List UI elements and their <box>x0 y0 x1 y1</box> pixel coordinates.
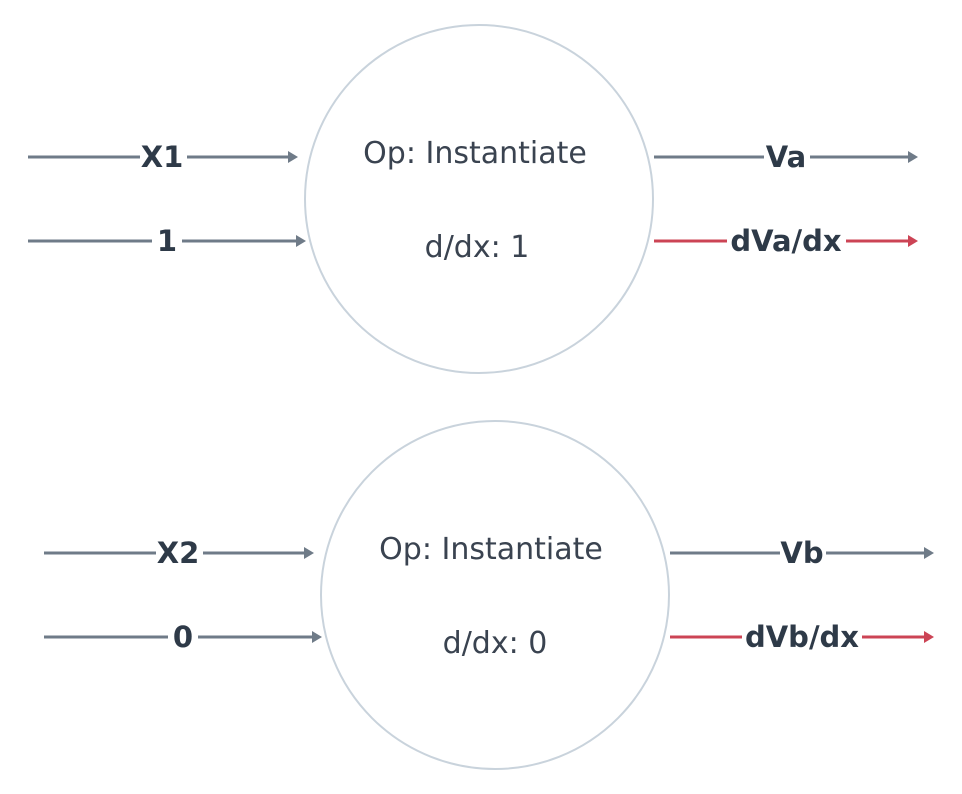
output-edge-dvb-dx: dVb/dx <box>670 620 934 654</box>
output-edge-va: Va <box>654 140 918 174</box>
node-derivative-label: d/dx: 1 <box>425 230 530 265</box>
node-circle <box>320 420 670 770</box>
edge-label: X2 <box>157 536 200 570</box>
edge-label: Va <box>766 140 806 174</box>
edge-label: 0 <box>173 620 193 654</box>
arrowhead-icon <box>924 631 934 643</box>
input-edge-x1: X1 <box>28 140 298 174</box>
node-circle <box>304 24 654 374</box>
arrowhead-icon <box>908 235 918 247</box>
arrowhead-icon <box>304 547 314 559</box>
node-instantiate-1: Op: Instantiate d/dx: 1 <box>304 24 654 374</box>
input-edge-derivative-seed-0: 0 <box>44 620 322 654</box>
edge-label: dVb/dx <box>745 620 859 654</box>
node-instantiate-2: Op: Instantiate d/dx: 0 <box>320 420 670 770</box>
arrowhead-icon <box>908 151 918 163</box>
arrowhead-icon <box>288 151 298 163</box>
edge-label: 1 <box>157 224 177 258</box>
edge-label: Vb <box>780 536 823 570</box>
node-op-label: Op: Instantiate <box>379 532 603 567</box>
input-edge-derivative-seed-1: 1 <box>28 224 306 258</box>
node-op-label: Op: Instantiate <box>363 136 587 171</box>
output-edge-vb: Vb <box>670 536 934 570</box>
edge-label: dVa/dx <box>730 224 842 258</box>
output-edge-dva-dx: dVa/dx <box>654 224 918 258</box>
arrowhead-icon <box>924 547 934 559</box>
edge-label: X1 <box>141 140 184 174</box>
arrowhead-icon <box>312 631 322 643</box>
input-edge-x2: X2 <box>44 536 314 570</box>
node-derivative-label: d/dx: 0 <box>443 626 548 661</box>
arrowhead-icon <box>296 235 306 247</box>
